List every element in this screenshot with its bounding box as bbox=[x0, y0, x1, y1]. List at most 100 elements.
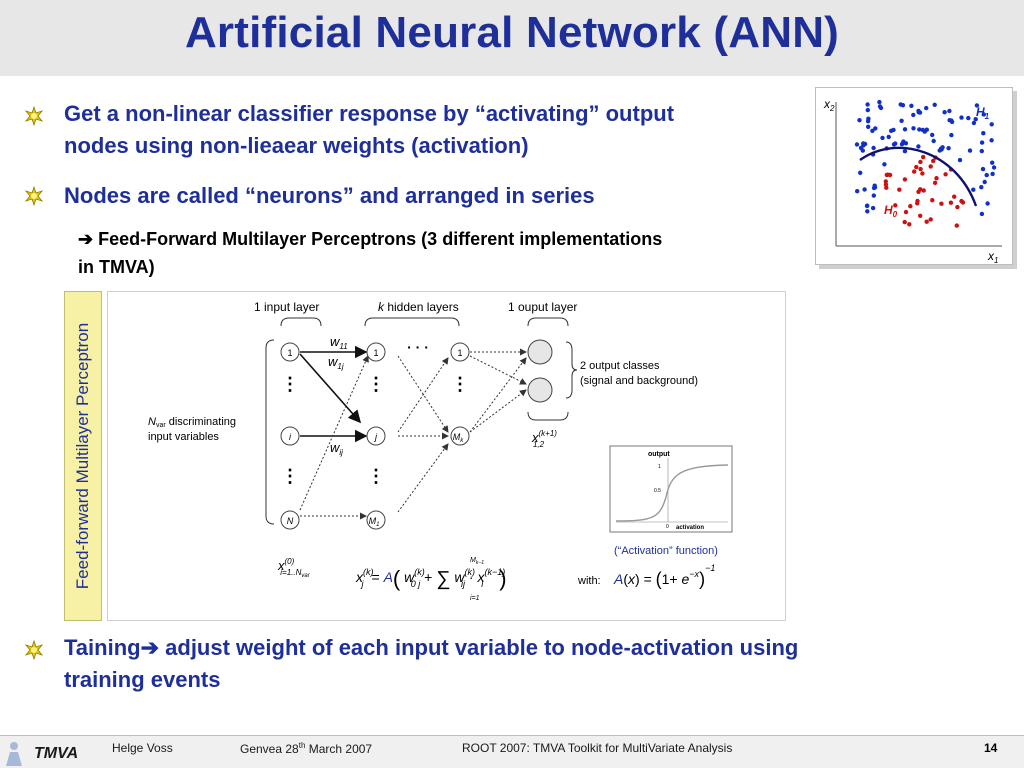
signal-point bbox=[914, 164, 919, 170]
plot-tick-1: 1 bbox=[658, 464, 661, 470]
background-point bbox=[922, 129, 927, 134]
background-point bbox=[911, 126, 916, 131]
hidden-k-node-Mk bbox=[450, 426, 470, 446]
hidden-node-j-label: j bbox=[374, 432, 378, 442]
signal-point bbox=[939, 201, 944, 206]
weight-arrow-dotted bbox=[397, 443, 449, 513]
background-point bbox=[872, 183, 877, 188]
tmva-logo: TMVA bbox=[6, 742, 78, 766]
sub-bullet-line-1: ➔ Feed-Forward Multilayer Perceptrons (3… bbox=[78, 226, 662, 252]
signal-point bbox=[954, 223, 959, 228]
background-point bbox=[990, 171, 995, 177]
network-svg: 1 input layer k hidden layers 1 ouput la… bbox=[148, 300, 733, 602]
weight-arrow-w1j bbox=[299, 353, 362, 424]
background-point bbox=[942, 110, 947, 115]
background-point bbox=[877, 104, 883, 109]
hidden-node-j bbox=[366, 426, 386, 446]
weight-arrow-dotted bbox=[469, 389, 527, 433]
background-point bbox=[966, 115, 971, 121]
side-label-box: Feed-forward Multilayer Perceptron bbox=[64, 291, 102, 621]
input-node-1 bbox=[280, 342, 300, 362]
sub-bullet-text: Feed-Forward Multilayer Perceptrons (3 d… bbox=[98, 229, 663, 249]
activation-plot-frame bbox=[609, 445, 733, 533]
hidden-k-node-1-label: 1 bbox=[457, 348, 462, 358]
bullet-3-line-1: Taining➔ adjust weight of each input var… bbox=[64, 635, 799, 660]
input-brace bbox=[280, 317, 322, 327]
network-diagram: 1 input layer k hidden layers 1 ouput la… bbox=[107, 291, 786, 621]
background-point bbox=[985, 201, 990, 206]
signal-point bbox=[932, 180, 938, 185]
background-point bbox=[857, 118, 862, 123]
sigmoid-formula: A(x) = (1+ e−x)−1 bbox=[613, 563, 715, 589]
background-point bbox=[931, 138, 936, 144]
output-classes-sublabel: (signal and background) bbox=[580, 375, 698, 387]
sub-bullet-line-2: in TMVA) bbox=[78, 257, 155, 277]
signal-point bbox=[918, 166, 923, 172]
background-point bbox=[981, 131, 986, 136]
background-point bbox=[984, 172, 989, 178]
background-point bbox=[909, 103, 914, 108]
background-point bbox=[930, 132, 935, 138]
arrow-icon: ➔ bbox=[78, 229, 94, 249]
signal-point bbox=[902, 219, 907, 225]
input-node-N-label: N bbox=[287, 516, 294, 526]
hidden-layers-ellipsis: · · · bbox=[407, 339, 429, 355]
weight-arrow-dotted bbox=[469, 357, 527, 433]
signal-point bbox=[918, 213, 923, 218]
signal-point bbox=[912, 169, 917, 174]
background-points bbox=[854, 99, 997, 217]
signal-point bbox=[952, 194, 957, 199]
background-point bbox=[893, 141, 898, 146]
bullet-3-line-2: training events bbox=[64, 667, 221, 692]
input-node-N bbox=[280, 510, 300, 530]
output-lower-brace bbox=[527, 411, 569, 421]
input-node-1-label: 1 bbox=[287, 348, 292, 358]
logo-figure-body-icon bbox=[6, 752, 22, 766]
hidden-k-vdots: ⋮ bbox=[451, 374, 469, 394]
background-point bbox=[871, 193, 876, 198]
background-point bbox=[861, 141, 866, 146]
slide-title: Artificial Neural Network (ANN) bbox=[184, 8, 840, 57]
footer-date: Genvea 28th March 2007 bbox=[240, 741, 373, 756]
background-point bbox=[916, 144, 921, 149]
background-point bbox=[858, 170, 863, 175]
signal-point bbox=[887, 172, 893, 178]
hidden-node-1 bbox=[366, 342, 386, 362]
background-point bbox=[917, 127, 922, 132]
background-point bbox=[989, 122, 994, 127]
signal-point bbox=[907, 222, 912, 227]
signal-point bbox=[921, 188, 926, 193]
background-point bbox=[862, 187, 867, 192]
signal-point bbox=[960, 200, 966, 205]
footer-author: Helge Voss bbox=[112, 741, 173, 755]
background-point bbox=[900, 103, 906, 108]
signal-point bbox=[902, 177, 908, 182]
sum-upper-limit: Mk−1 bbox=[470, 557, 484, 566]
background-point bbox=[880, 135, 885, 141]
side-label-text: Feed-forward Multilayer Perceptron bbox=[73, 322, 92, 590]
decision-boundary bbox=[859, 146, 978, 207]
footer bbox=[0, 736, 1024, 768]
background-point bbox=[949, 132, 954, 138]
signal-point bbox=[920, 171, 925, 176]
signal-point bbox=[924, 219, 929, 224]
signal-point bbox=[884, 185, 889, 190]
background-point bbox=[947, 108, 952, 114]
background-point bbox=[911, 112, 916, 118]
background-point bbox=[981, 112, 986, 117]
background-point bbox=[871, 145, 876, 151]
signal-point bbox=[883, 179, 888, 184]
h1-label: H1 bbox=[976, 105, 990, 121]
hidden-k-node-Mk-label: Mk bbox=[453, 432, 465, 444]
background-point bbox=[899, 118, 904, 123]
hidden-layers-label: k hidden layers bbox=[378, 300, 459, 314]
input-bracket bbox=[265, 339, 275, 525]
background-point bbox=[980, 166, 986, 172]
background-point bbox=[979, 140, 985, 145]
background-point bbox=[866, 116, 871, 121]
bullet-icon bbox=[24, 640, 44, 660]
background-point bbox=[974, 103, 980, 108]
background-point bbox=[854, 142, 860, 147]
background-point bbox=[916, 110, 921, 115]
activation-formula: x(k)j= A( w(k)0 j + ∑ w(k)ij · x(k−1)i) bbox=[355, 566, 507, 591]
